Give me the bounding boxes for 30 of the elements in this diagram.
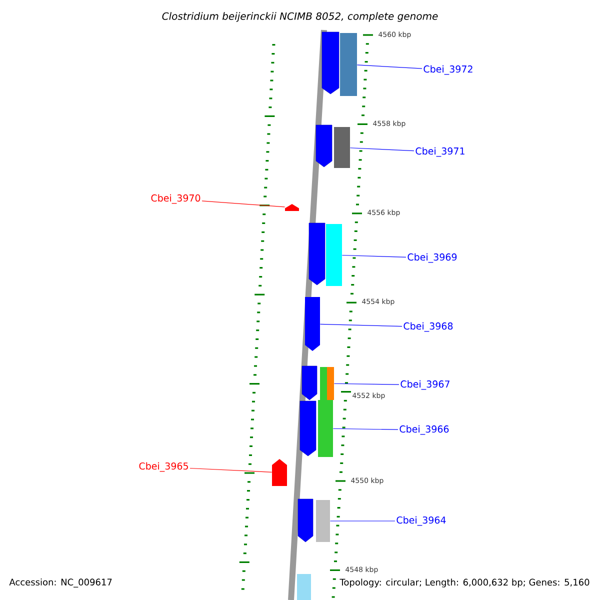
leader-line [330,520,396,522]
gene-label: Cbei_3966 [400,425,449,435]
feature-bar [318,400,333,457]
gene-label: Cbei_3965 [139,462,188,472]
gene-glyph [305,297,320,351]
leader-line [190,468,272,472]
gene-label: Cbei_3972 [424,65,472,75]
gene-label: Cbei_3970 [151,194,200,204]
leader-line [356,64,422,69]
title: Clostridium beijerinckii NCIMB 8052, complete genome [160,11,440,23]
gene-glyph [285,204,299,211]
gene-label: Cbei_3971 [416,147,464,157]
leader-line [334,383,400,385]
gene-label: Cbei_3969 [408,253,457,263]
feature-bar [340,33,357,96]
leader-line [332,428,398,430]
leader-line [342,254,406,258]
feature-bar [334,127,350,168]
leader-line [350,148,414,152]
feature-bar [326,224,342,286]
gene-glyph [272,459,287,486]
footer-text: Accession: NC_009617 [8,578,114,588]
footer-text: Topology: circular; Length: 6,000,632 bp; Genes: 5,160 [338,578,591,588]
feature-bar [320,367,334,400]
leader-line [320,324,402,327]
leader-line [202,200,286,208]
gene-label: Cbei_3964 [396,516,446,526]
gene-label: Cbei_3968 [404,322,453,332]
gene-label: Cbei_3967 [400,380,450,390]
feature-bar [316,500,330,542]
